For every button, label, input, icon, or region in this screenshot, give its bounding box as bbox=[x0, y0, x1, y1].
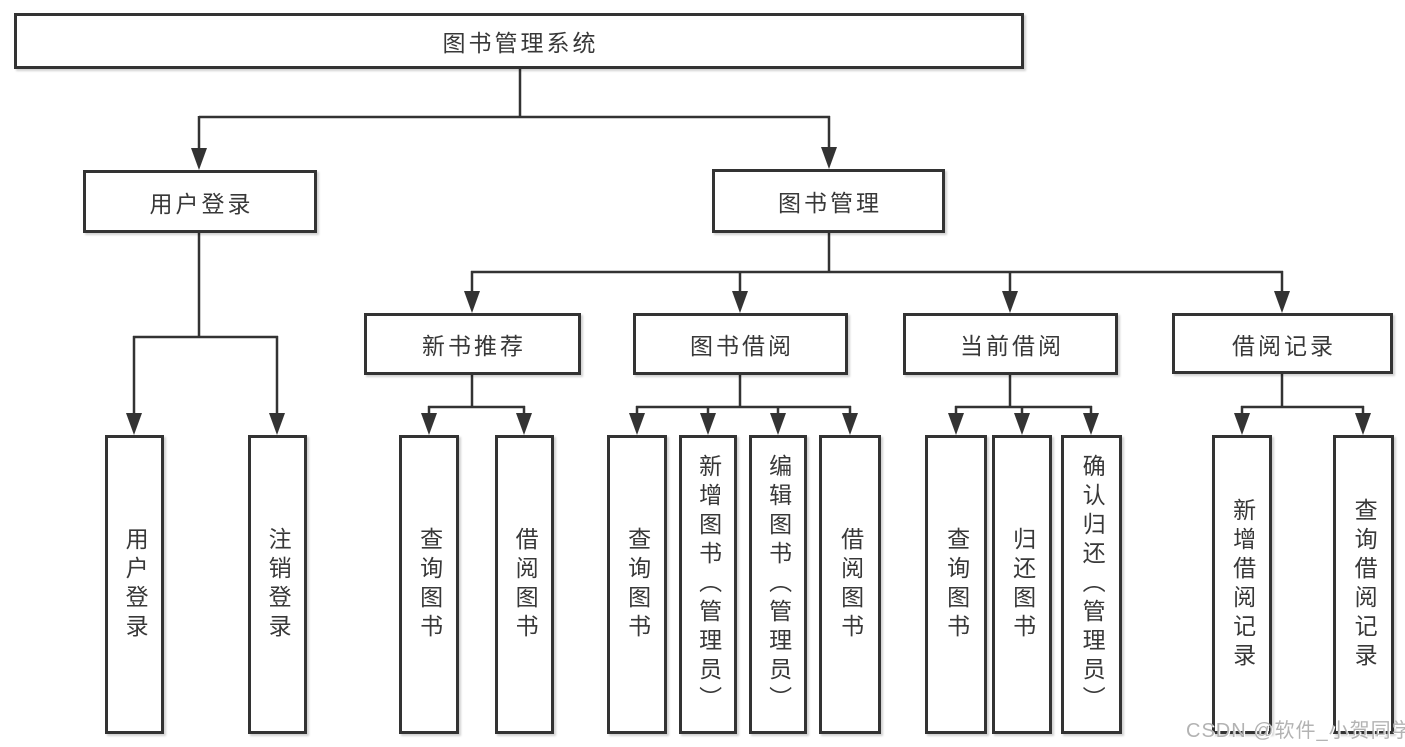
node-leaf-query-books-recommend: 查询图书 bbox=[399, 435, 459, 734]
node-leaf-edit-books-admin: 编辑图书（管理员） bbox=[749, 435, 807, 734]
node-leaf-borrow-books-recommend: 借阅图书 bbox=[495, 435, 554, 734]
node-leaf-user-login: 用户登录 bbox=[105, 435, 164, 734]
node-new-book-recommendation: 新书推荐 bbox=[364, 313, 581, 375]
node-borrowing-records: 借阅记录 bbox=[1172, 313, 1393, 374]
node-book-management: 图书管理 bbox=[712, 169, 945, 233]
node-new-book-recommendation-label: 新书推荐 bbox=[422, 333, 526, 359]
node-current-borrowing-label: 当前借阅 bbox=[960, 333, 1064, 359]
arrowheads bbox=[126, 147, 1371, 435]
node-leaf-add-borrow-record: 新增借阅记录 bbox=[1212, 435, 1272, 734]
node-leaf-borrow-books-borrowing: 借阅图书 bbox=[819, 435, 881, 734]
node-leaf-query-borrow-record: 查询借阅记录 bbox=[1333, 435, 1394, 734]
node-leaf-return-books: 归还图书 bbox=[992, 435, 1052, 734]
node-user-login: 用户登录 bbox=[83, 170, 317, 233]
node-user-login-label: 用户登录 bbox=[149, 190, 254, 217]
node-leaf-logout: 注销登录 bbox=[248, 435, 307, 734]
node-leaf-add-books-admin: 新增图书（管理员） bbox=[679, 435, 737, 734]
node-borrowing-records-label: 借阅记录 bbox=[1232, 332, 1336, 359]
watermark: CSDN @软件_小贺同学 bbox=[1186, 720, 1405, 742]
node-root-system-label: 图书管理系统 bbox=[442, 30, 599, 56]
node-current-borrowing: 当前借阅 bbox=[903, 313, 1118, 375]
node-root-system: 图书管理系统 bbox=[14, 13, 1024, 69]
node-book-management-label: 图书管理 bbox=[778, 190, 882, 216]
node-book-borrowing: 图书借阅 bbox=[633, 313, 848, 375]
node-leaf-confirm-return-admin: 确认归还（管理员） bbox=[1061, 435, 1122, 734]
node-book-borrowing-label: 图书借阅 bbox=[690, 333, 794, 359]
node-leaf-query-books-current: 查询图书 bbox=[925, 435, 987, 734]
node-leaf-query-books-borrowing: 查询图书 bbox=[607, 435, 667, 734]
